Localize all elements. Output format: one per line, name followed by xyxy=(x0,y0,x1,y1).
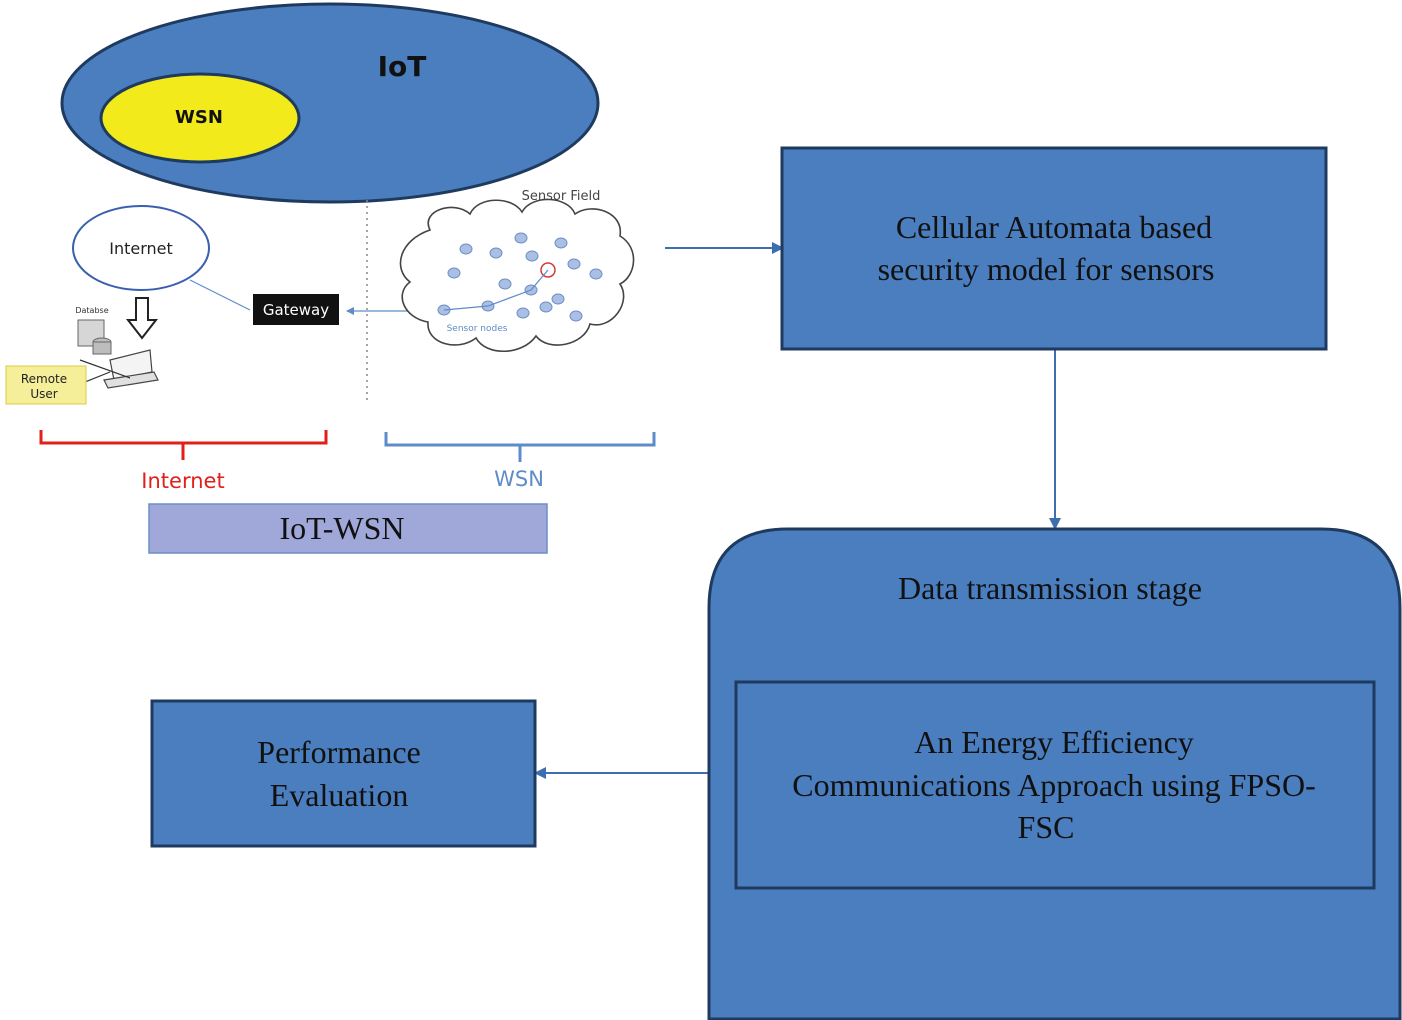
internet-cloud xyxy=(72,205,210,291)
gateway-to-internet-line xyxy=(189,279,251,311)
sensor-node xyxy=(447,267,461,279)
gateway-box xyxy=(253,294,339,325)
data-transmission-title: Data transmission stage xyxy=(898,570,1202,606)
routing-path xyxy=(443,269,549,311)
iot-wsn-illustration: IoT WSN Internet Gateway Databse Remo xyxy=(5,2,656,554)
remote-user-box xyxy=(5,365,87,405)
sensor-node xyxy=(525,250,539,262)
wsn-brace xyxy=(384,432,656,462)
gateway-label: Gateway xyxy=(263,301,329,319)
sensor-nodes-group xyxy=(437,232,603,322)
fpso-fsc-line1: An Energy Efficiency xyxy=(914,724,1194,760)
database-icon xyxy=(77,319,112,355)
iot-wsn-caption-box xyxy=(148,503,548,554)
security-model-line2: security model for sensors xyxy=(878,251,1215,287)
sensor-node xyxy=(551,293,565,305)
performance-line2: Evaluation xyxy=(270,777,409,813)
sensor-node xyxy=(498,278,512,290)
performance-line1: Performance xyxy=(257,734,420,770)
performance-evaluation-box: Performance Evaluation xyxy=(150,699,537,848)
sensor-node xyxy=(516,307,530,319)
wsn-ellipse xyxy=(99,72,301,164)
wsn-inner-label: WSN xyxy=(175,107,223,128)
database-label: Databse xyxy=(75,306,108,315)
remote-user-line2: User xyxy=(30,387,57,401)
data-transmission-stage: Data transmission stage An Energy Effici… xyxy=(707,527,1402,1020)
laptop-icon xyxy=(103,349,159,389)
wsn-brace-label: WSN xyxy=(494,467,544,491)
fpso-fsc-line3: FSC xyxy=(1018,809,1075,845)
remote-user-line1: Remote xyxy=(21,372,67,386)
fpso-fsc-line2: Communications Approach using FPSO- xyxy=(792,767,1316,803)
sensor-node xyxy=(514,232,528,244)
internet-cloud-label: Internet xyxy=(109,239,173,258)
sensor-node xyxy=(459,243,473,255)
sensor-node xyxy=(554,237,568,249)
sensor-node xyxy=(589,268,603,280)
sensor-node xyxy=(569,310,583,322)
internet-brace xyxy=(39,430,328,460)
iot-label: IoT xyxy=(378,50,427,83)
internet-to-database-arrow xyxy=(125,297,159,340)
fpso-fsc-box xyxy=(734,680,1376,890)
sensor-field-label: Sensor Field xyxy=(522,189,601,204)
sensor-nodes-label: Sensor nodes xyxy=(447,324,508,334)
security-model-box: Cellular Automata based security model f… xyxy=(780,146,1328,351)
security-model-line1: Cellular Automata based xyxy=(896,209,1212,245)
sensor-node xyxy=(489,247,503,259)
internet-brace-label: Internet xyxy=(141,469,224,493)
sensor-node xyxy=(567,258,581,270)
cluster-head-node xyxy=(540,262,556,278)
sensor-node xyxy=(539,301,553,313)
iot-wsn-caption: IoT-WSN xyxy=(279,510,404,546)
